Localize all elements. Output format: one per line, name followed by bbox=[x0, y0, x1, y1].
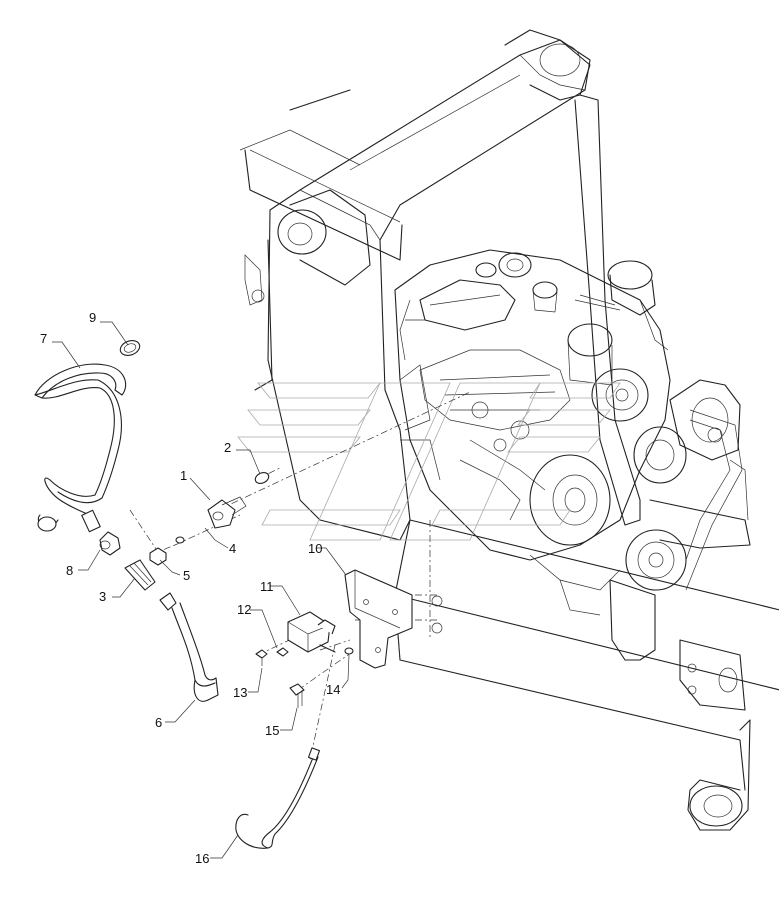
part-1-sensor bbox=[207, 496, 247, 529]
callout-10: 10 bbox=[308, 541, 322, 556]
callout-7: 7 bbox=[40, 331, 47, 346]
callout-4: 4 bbox=[229, 541, 236, 556]
part-11-switch bbox=[287, 611, 336, 653]
part-8-fitting bbox=[99, 531, 121, 556]
part-14-washer bbox=[344, 647, 354, 655]
watermark-logo bbox=[237, 382, 621, 541]
callout-5: 5 bbox=[183, 568, 190, 583]
engine-block bbox=[394, 249, 743, 616]
callout-1: 1 bbox=[180, 468, 187, 483]
callout-9: 9 bbox=[89, 310, 96, 325]
part-16-wire-harness bbox=[235, 747, 321, 849]
callout-16: 16 bbox=[195, 851, 209, 866]
callout-14: 14 bbox=[326, 682, 340, 697]
callout-11: 11 bbox=[260, 579, 274, 594]
callout-13: 13 bbox=[233, 685, 247, 700]
callout-15: 15 bbox=[265, 723, 279, 738]
part-15-bolt bbox=[289, 683, 305, 708]
callout-8: 8 bbox=[66, 563, 73, 578]
callout-6: 6 bbox=[155, 715, 162, 730]
callout-leaders bbox=[52, 321, 350, 859]
callout-labels: 1 2 3 4 5 6 7 8 9 10 11 12 13 14 15 16 bbox=[40, 310, 340, 866]
part-10-bracket bbox=[344, 569, 413, 669]
part-4-washer bbox=[175, 536, 185, 544]
part-13-screw bbox=[255, 649, 268, 666]
part-9-hose-clamp bbox=[119, 340, 141, 356]
part-6-lower-hose bbox=[159, 592, 219, 702]
part-2-o-ring bbox=[254, 472, 270, 484]
part-3-adapter bbox=[124, 559, 156, 591]
part-5-nut bbox=[149, 547, 167, 566]
part-12-screw bbox=[276, 647, 289, 657]
assembly-center-lines bbox=[129, 391, 471, 761]
callout-12: 12 bbox=[237, 602, 251, 617]
callout-2: 2 bbox=[224, 440, 231, 455]
part-7-hose bbox=[34, 363, 127, 533]
callout-3: 3 bbox=[99, 589, 106, 604]
